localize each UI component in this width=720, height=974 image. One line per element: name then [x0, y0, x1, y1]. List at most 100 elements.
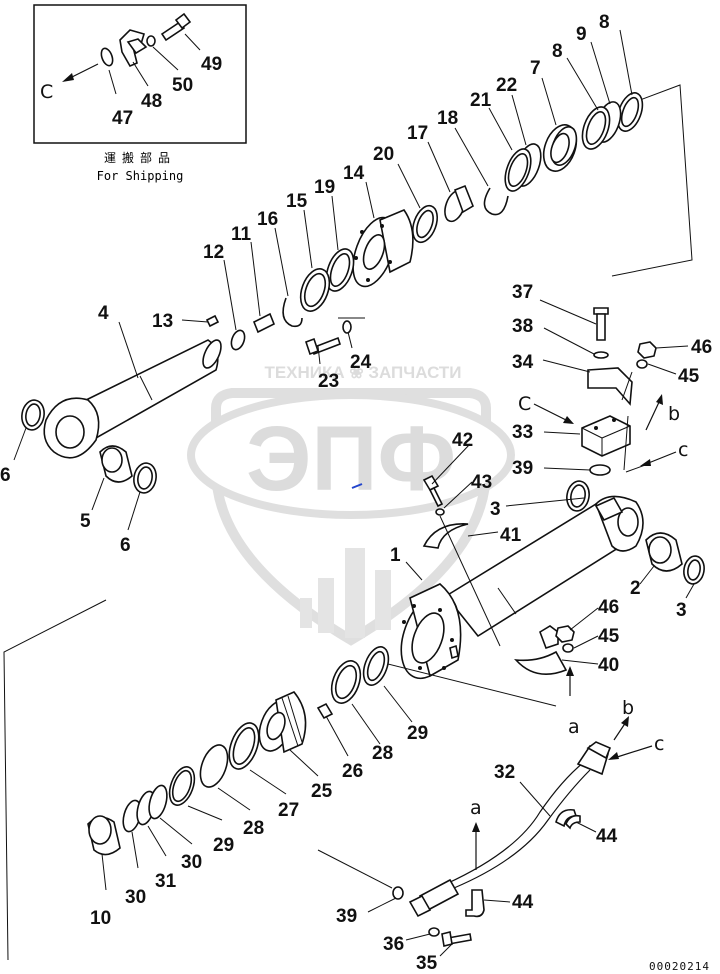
svg-text:29: 29 — [213, 835, 234, 856]
part-34-bracket — [587, 367, 633, 406]
svg-text:6: 6 — [120, 535, 131, 556]
svg-text:49: 49 — [201, 54, 222, 75]
svg-text:45: 45 — [598, 626, 620, 647]
part-43-washer — [435, 508, 445, 516]
svg-text:6: 6 — [0, 465, 11, 486]
svg-text:43: 43 — [471, 472, 492, 493]
svg-text:19: 19 — [314, 177, 335, 198]
svg-text:30: 30 — [181, 852, 202, 873]
svg-text:50: 50 — [172, 75, 193, 96]
svg-text:8: 8 — [552, 41, 563, 62]
ref-letter-b-lower: b — [622, 697, 634, 719]
part-25-piston — [258, 691, 307, 754]
ref-letter-b-upper: b — [668, 403, 680, 425]
ref-letter-C: C — [518, 393, 531, 415]
part-32-hose — [453, 769, 591, 889]
svg-text:35: 35 — [416, 953, 438, 974]
drawing-code: 00020214 — [649, 960, 710, 973]
watermark-tree-icon — [300, 548, 391, 638]
piston-assembly: 10 30 31 30 29 28 27 25 26 28 29 — [3, 599, 557, 961]
rod-assembly: 8 9 8 7 22 21 18 17 20 14 19 15 16 11 12… — [0, 12, 693, 556]
svg-text:3: 3 — [490, 499, 501, 520]
part-37-bolt — [593, 307, 609, 315]
part-4-piston-rod — [43, 339, 222, 459]
part-14-cylinder-head — [352, 209, 414, 288]
svg-text:47: 47 — [112, 108, 133, 129]
svg-text:44: 44 — [596, 826, 618, 847]
part-26-screw — [316, 702, 334, 720]
part-11-pin — [252, 312, 276, 334]
svg-text:32: 32 — [494, 762, 515, 783]
svg-text:20: 20 — [373, 144, 394, 165]
svg-text:48: 48 — [141, 91, 162, 112]
watermark-top-text: ТЕХНИКА ❀ ЗАПЧАСТИ — [264, 363, 461, 382]
shipping-inset: C 47 48 50 49 — [33, 4, 247, 144]
part-36-washer — [428, 927, 440, 937]
part-38-washer — [593, 351, 609, 359]
svg-text:17: 17 — [407, 123, 428, 144]
ref-letter-a-upper: a — [568, 716, 580, 738]
svg-text:5: 5 — [80, 511, 91, 532]
hose-assembly: a b c 32 44 44 39 36 35 — [317, 697, 664, 974]
svg-text:4: 4 — [98, 303, 109, 324]
svg-text:40: 40 — [598, 655, 619, 676]
svg-text:44: 44 — [512, 892, 534, 913]
ref-letter-c-lower: c — [654, 733, 664, 755]
svg-text:13: 13 — [152, 311, 173, 332]
svg-text:34: 34 — [512, 352, 534, 373]
part-46-nut-lower — [555, 625, 575, 643]
part-13-screw — [205, 314, 220, 328]
svg-text:10: 10 — [90, 908, 111, 929]
svg-text:42: 42 — [452, 430, 473, 451]
svg-text:15: 15 — [286, 191, 308, 212]
svg-text:36: 36 — [383, 934, 404, 955]
bracket-assembly: C b c 37 38 34 46 45 33 39 — [512, 282, 712, 479]
watermark-logo: ЭПФ — [246, 408, 456, 510]
svg-text:11: 11 — [231, 224, 252, 245]
svg-text:24: 24 — [350, 352, 372, 373]
svg-text:23: 23 — [318, 371, 339, 392]
svg-text:46: 46 — [598, 597, 619, 618]
part-50-washer — [146, 35, 156, 47]
svg-text:28: 28 — [243, 818, 264, 839]
svg-text:18: 18 — [437, 108, 458, 129]
svg-text:37: 37 — [512, 282, 533, 303]
svg-text:30: 30 — [125, 887, 146, 908]
svg-text:26: 26 — [342, 761, 363, 782]
svg-text:38: 38 — [512, 316, 533, 337]
part-39-oring-lower — [392, 886, 404, 900]
part-24-washer — [342, 320, 352, 334]
cylinder-tube: a 1 42 43 41 3 2 3 46 45 40 — [390, 430, 705, 738]
part-40-clamp — [514, 650, 568, 676]
svg-text:16: 16 — [257, 209, 278, 230]
part-44-elbow-lower — [465, 889, 485, 918]
part-47-washer — [100, 47, 114, 67]
svg-text:2: 2 — [630, 578, 641, 599]
svg-text:12: 12 — [203, 242, 224, 263]
svg-text:3: 3 — [676, 600, 687, 621]
part-45-washer-lower — [562, 643, 574, 653]
svg-text:27: 27 — [278, 800, 299, 821]
svg-text:46: 46 — [691, 337, 712, 358]
part-16-snap-ring — [282, 297, 303, 328]
svg-text:31: 31 — [155, 871, 177, 892]
svg-text:45: 45 — [678, 366, 700, 387]
part-39-oring — [589, 464, 611, 476]
svg-text:28: 28 — [372, 743, 393, 764]
part-41-clamp — [422, 523, 469, 549]
svg-text:7: 7 — [530, 58, 541, 79]
part-42-bolt — [422, 474, 440, 492]
part-28-ring-a — [199, 744, 229, 788]
ref-letter-a-lower: a — [470, 797, 482, 819]
svg-text:14: 14 — [343, 163, 365, 184]
svg-text:33: 33 — [512, 422, 533, 443]
svg-text:1: 1 — [390, 545, 401, 566]
part-49-bolt — [160, 20, 186, 42]
svg-text:25: 25 — [311, 781, 333, 802]
svg-text:22: 22 — [496, 75, 517, 96]
svg-text:39: 39 — [336, 906, 357, 927]
inset-label-en: For Shipping — [97, 169, 184, 183]
inset-arrow-letter: C — [40, 81, 53, 103]
part-45-washer — [636, 359, 648, 369]
